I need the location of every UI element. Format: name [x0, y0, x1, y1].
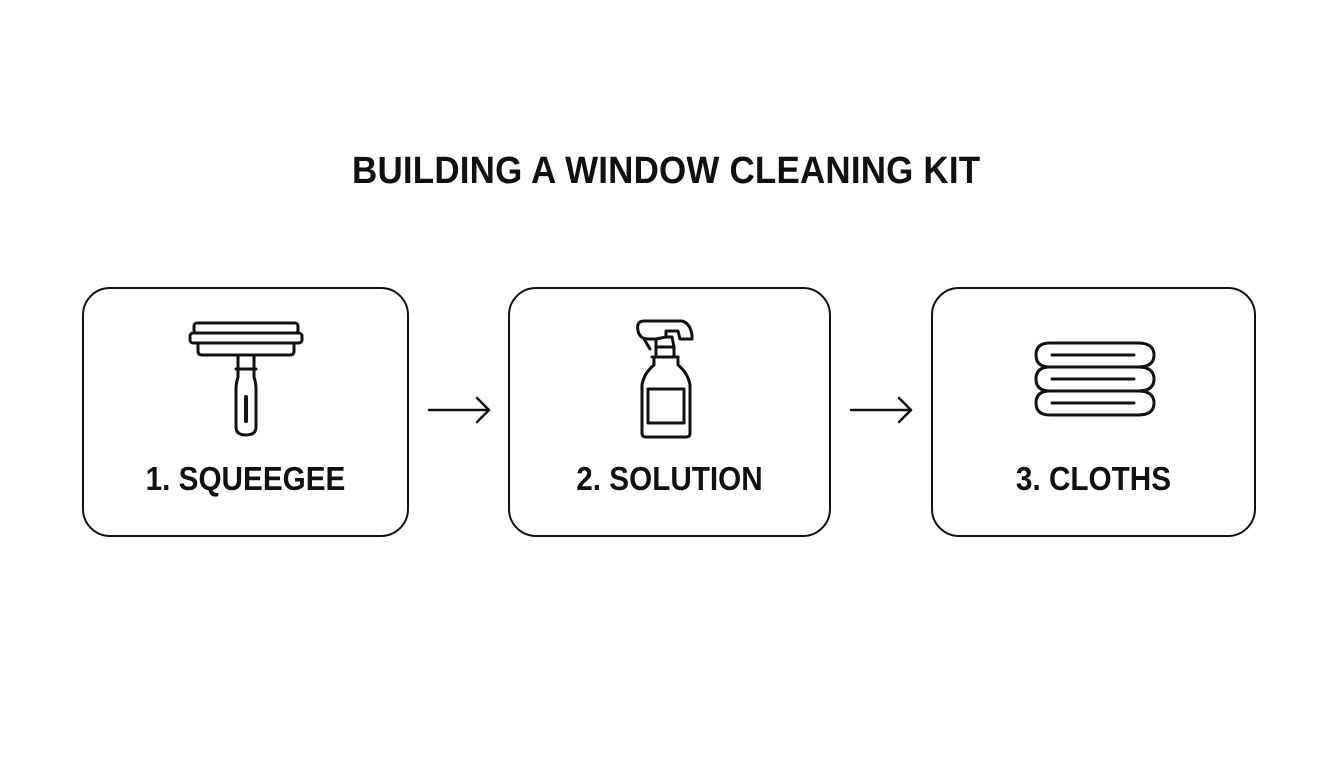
- squeegee-icon: [188, 321, 303, 437]
- folded-cloths-icon: [1034, 341, 1155, 417]
- step-label-cloths: 3. CLOTHS: [1015, 460, 1172, 497]
- step-label-squeegee: 1. SQUEEGEE: [145, 460, 346, 497]
- right-arrow-icon: [849, 396, 913, 424]
- step-card-solution: 2. SOLUTION: [508, 287, 831, 537]
- step-label-solution: 2. SOLUTION: [576, 460, 763, 497]
- diagram-title: BUILDING A WINDOW CLEANING KIT: [352, 150, 981, 192]
- spray-bottle-icon: [635, 319, 693, 439]
- step-card-squeegee: 1. SQUEEGEE: [82, 287, 409, 537]
- right-arrow-icon: [427, 396, 491, 424]
- step-card-cloths: 3. CLOTHS: [931, 287, 1256, 537]
